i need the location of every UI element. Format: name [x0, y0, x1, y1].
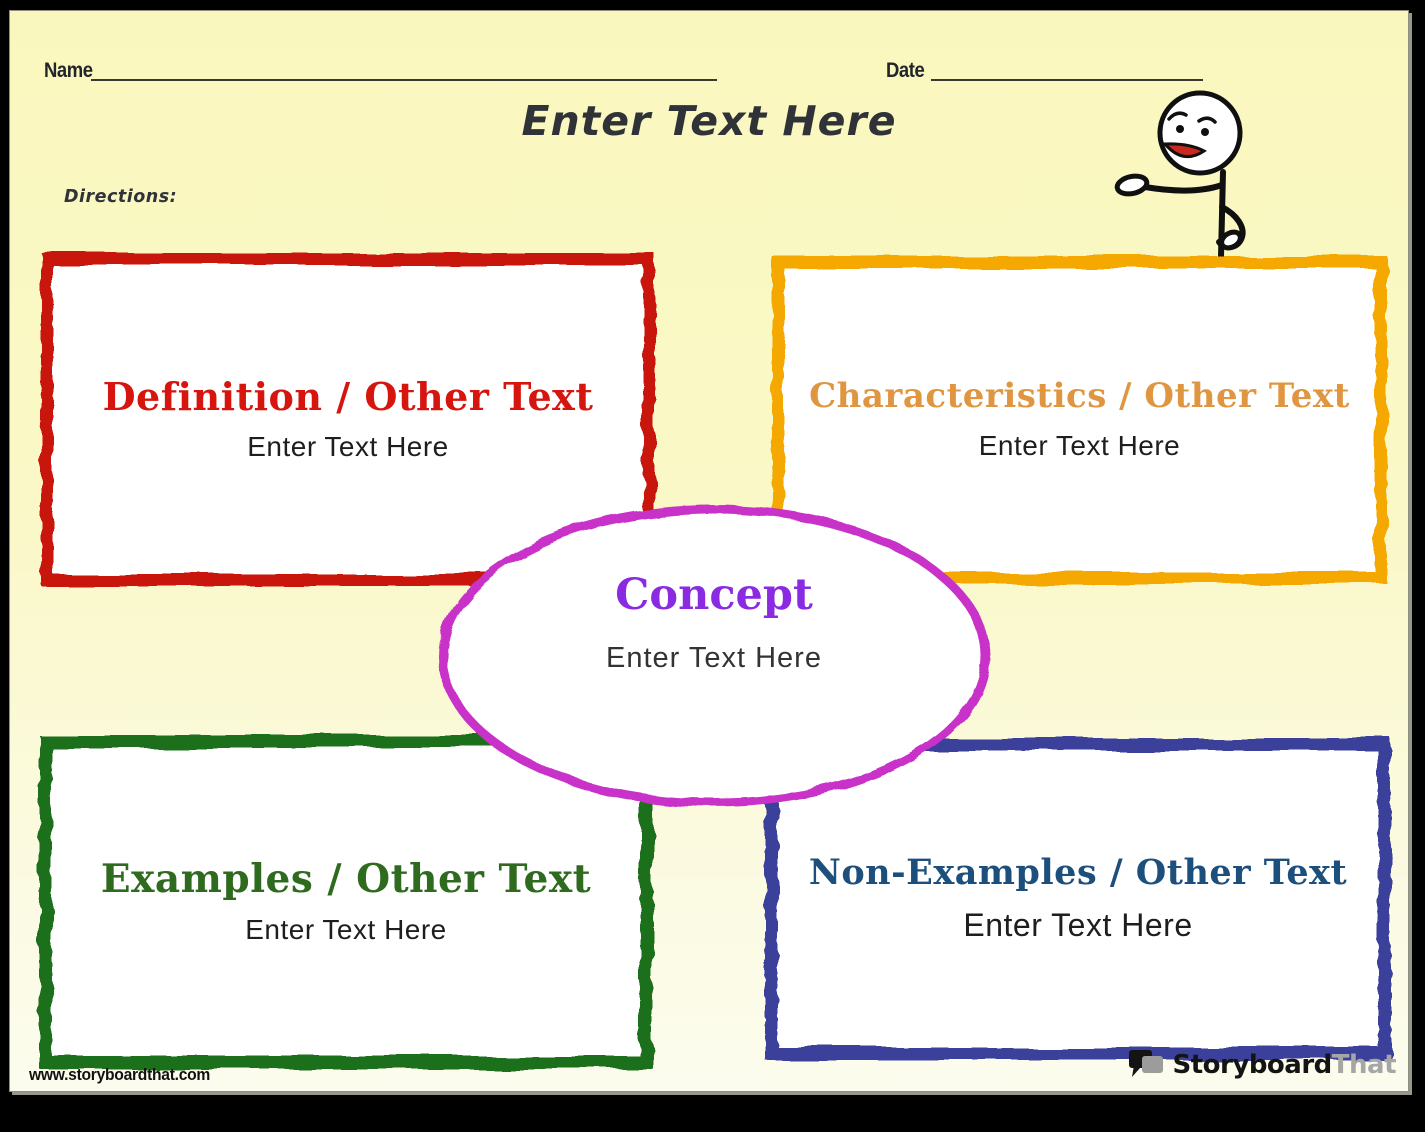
website-url: www.storyboardthat.com	[29, 1065, 211, 1084]
examples-box-border	[39, 735, 653, 1069]
examples-heading[interactable]: Examples / Other Text	[100, 855, 592, 902]
definition-box: Definition / Other Text Enter Text Here	[41, 253, 655, 586]
logo-text-that: That	[1331, 1050, 1397, 1080]
characteristics-body-placeholder[interactable]: Enter Text Here	[978, 429, 1181, 461]
characteristics-heading[interactable]: Characteristics / Other Text	[809, 376, 1350, 417]
concept-ellipse: Concept Enter Text Here	[438, 505, 990, 807]
non-examples-box-border	[765, 738, 1391, 1060]
logo-text: StoryboardThat	[1172, 1050, 1397, 1080]
name-label: Name	[44, 59, 93, 82]
directions-label: Directions:	[64, 187, 178, 207]
page-title[interactable]: Enter Text Here	[521, 97, 897, 145]
date-label: Date	[886, 59, 925, 82]
non-examples-body-placeholder[interactable]: Enter Text Here	[963, 906, 1193, 943]
examples-body-placeholder[interactable]: Enter Text Here	[245, 914, 447, 946]
speech-bubbles-icon	[1128, 1050, 1163, 1077]
concept-heading[interactable]: Concept	[615, 569, 813, 620]
stick-figure-icon	[1114, 90, 1246, 259]
concept-body-placeholder[interactable]: Enter Text Here	[606, 641, 822, 674]
worksheet-page: Name Date Enter Text Here Directions:	[9, 10, 1409, 1092]
definition-box-border	[41, 253, 655, 586]
name-line[interactable]	[91, 59, 717, 81]
date-field-label-wrap: Date	[886, 59, 930, 85]
logo-text-storyboard: Storyboard	[1172, 1050, 1333, 1080]
date-line[interactable]	[931, 59, 1203, 81]
definition-body-placeholder[interactable]: Enter Text Here	[247, 431, 449, 463]
name-field-label-wrap: Name	[44, 59, 99, 85]
characteristics-box: Characteristics / Other Text Enter Text …	[772, 256, 1387, 584]
non-examples-heading[interactable]: Non-Examples / Other Text	[808, 852, 1348, 894]
definition-heading[interactable]: Definition / Other Text	[102, 373, 594, 419]
storyboardthat-logo: StoryboardThat	[1128, 1049, 1397, 1081]
concept-ellipse-border	[438, 505, 990, 807]
non-examples-box: Non-Examples / Other Text Enter Text Her…	[765, 738, 1391, 1060]
examples-box: Examples / Other Text Enter Text Here	[39, 735, 653, 1069]
